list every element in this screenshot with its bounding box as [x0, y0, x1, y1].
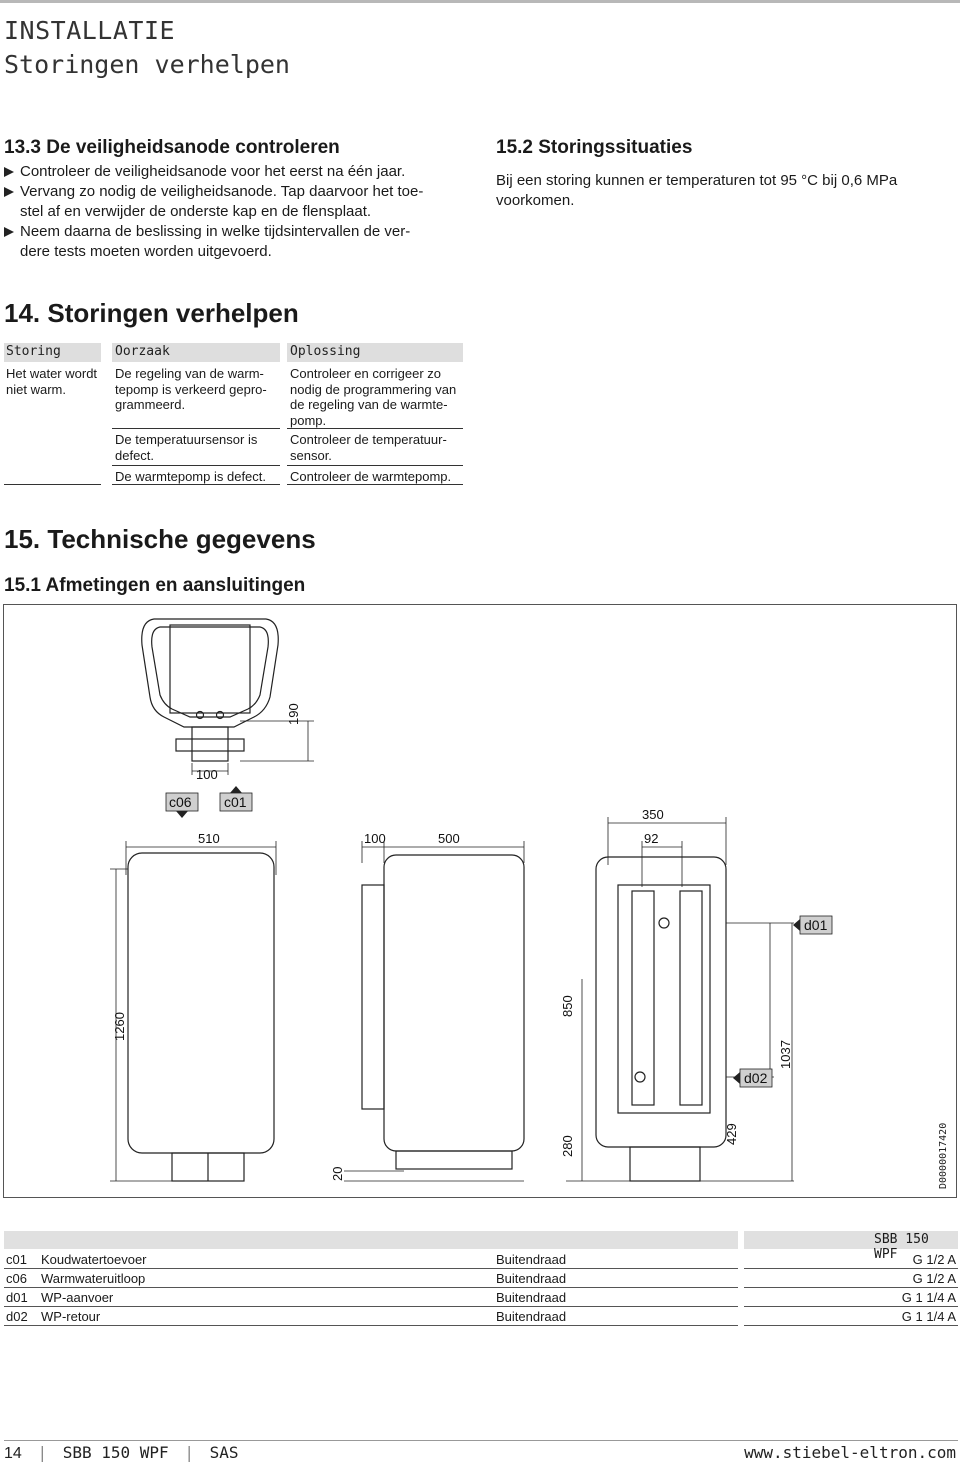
dim-1037: 1037 [778, 1040, 793, 1069]
table-bottom-rule [112, 484, 280, 485]
table-cell: Controleer de warmtepomp. [290, 469, 452, 484]
triangle-bullet-icon [4, 167, 14, 177]
table-header-bg [744, 1231, 958, 1249]
connection-circle [215, 710, 225, 720]
bullet-item: Vervang zo nodig de veiligheidsanode. Ta… [4, 182, 474, 222]
connections-table: c01 Koudwatertoevoer Buitendraad G 1/2 A… [4, 1250, 958, 1326]
side-view-foot [395, 1150, 513, 1170]
dim-500: 500 [438, 831, 460, 846]
rear-view-bracket [679, 890, 703, 1106]
table-cell: De temperatuursensor is defect. [115, 432, 258, 463]
table-cell: Controleer de temperatuur- sensor. [290, 432, 447, 463]
table-header-bg [4, 343, 101, 362]
section-13-3-bullets: Controleer de veiligheidsanode voor het … [4, 162, 474, 262]
up-arrow-icon [230, 786, 242, 793]
connection-circle [658, 917, 670, 929]
dim-1260: 1260 [112, 1012, 127, 1041]
label-c01: c01 [224, 794, 247, 810]
section-15-1-heading: 15.1 Afmetingen en aansluitingen [4, 575, 306, 596]
left-arrow-icon [733, 1072, 740, 1084]
table-cell: De regeling van de warm- tepomp is verke… [115, 366, 267, 412]
footer-rule [4, 1440, 958, 1441]
dim-100-side: 100 [364, 831, 386, 846]
table-row: d02 WP-retour Buitendraad G 1 1/4 A [4, 1309, 958, 1326]
column-header-oplossing: Oplossing [290, 344, 361, 359]
triangle-bullet-icon [4, 187, 14, 197]
column-header-oorzaak: Oorzaak [115, 344, 170, 359]
table-cell: Het water wordt niet warm. [6, 366, 98, 397]
rear-view-frame [617, 884, 711, 1114]
label-d01: d01 [804, 917, 828, 933]
top-rule [0, 0, 960, 3]
footer-product: SBB 150 WPF [62, 1443, 169, 1462]
table-header-bg [112, 343, 280, 362]
triangle-bullet-icon [4, 227, 14, 237]
top-view-panel [169, 624, 251, 714]
rear-view-foot [629, 1146, 701, 1182]
rear-view-bracket [631, 890, 655, 1106]
footer-lang: SAS [209, 1443, 239, 1462]
row-divider [287, 465, 463, 466]
top-view-inner [151, 626, 269, 718]
dim-100-top: 100 [196, 767, 218, 782]
drawing-svg [110, 618, 833, 1182]
side-view-wall-plate [361, 884, 385, 1110]
top-view-pipe-block [191, 726, 229, 762]
label-d02: d02 [744, 1070, 768, 1086]
footer-left: 14 | SBB 150 WPF | SAS [4, 1443, 239, 1462]
section-15-2-text: Bij een storing kunnen er temperaturen t… [496, 172, 898, 209]
dim-20: 20 [330, 1166, 345, 1181]
table-header-bg [287, 343, 463, 362]
down-arrow-icon [176, 811, 188, 818]
column-header-storing: Storing [6, 344, 61, 359]
top-view-housing [141, 618, 279, 728]
row-divider [112, 465, 280, 466]
header-section: INSTALLATIE [4, 16, 176, 45]
table-cell: Controleer en corrigeer zo nodig de prog… [290, 366, 457, 428]
drawing-code: D0000017420 [938, 1122, 949, 1189]
table-row: c06 Warmwateruitloop Buitendraad G 1/2 A [4, 1271, 958, 1288]
dimension-drawing: 190 100 c06 c01 510 100 500 350 92 d01 1… [3, 604, 957, 1198]
footer-url[interactable]: www.stiebel-eltron.com [744, 1443, 956, 1462]
front-view-body [127, 852, 275, 1154]
row-divider [112, 428, 280, 429]
page-number: 14 [4, 1445, 22, 1462]
section-14-heading: 14. Storingen verhelpen [4, 298, 299, 328]
section-15-heading: 15. Technische gegevens [4, 524, 316, 554]
side-view-body [383, 854, 525, 1152]
dim-350: 350 [642, 807, 664, 822]
dim-510: 510 [198, 831, 220, 846]
dim-92: 92 [644, 831, 659, 846]
left-arrow-icon [793, 919, 800, 931]
dim-429: 429 [724, 1123, 739, 1145]
table-bottom-rule [4, 484, 101, 485]
dim-190: 190 [286, 703, 301, 725]
table-cell: De warmtepomp is defect. [115, 469, 267, 484]
table-row: c01 Koudwatertoevoer Buitendraad G 1/2 A [4, 1252, 958, 1269]
top-view-pipe-mount [175, 738, 245, 752]
section-13-3-heading: 13.3 De veiligheidsanode controleren [4, 137, 340, 158]
row-divider [287, 428, 463, 429]
table-bottom-rule [287, 484, 463, 485]
rear-view-body [595, 856, 727, 1148]
bullet-item: Controleer de veiligheidsanode voor het … [4, 162, 474, 182]
dim-280: 280 [560, 1135, 575, 1157]
connection-circle [634, 1071, 646, 1083]
connection-circle [195, 710, 205, 720]
dim-850: 850 [560, 995, 575, 1017]
page-title: Storingen verhelpen [4, 50, 290, 79]
section-15-2-heading: 15.2 Storingssituaties [496, 137, 693, 158]
product-column-header: SBB 150 WPF [874, 1232, 929, 1262]
bullet-item: Neem daarna de beslissing in welke tijds… [4, 222, 474, 262]
label-c06: c06 [169, 794, 192, 810]
table-row: d01 WP-aanvoer Buitendraad G 1 1/4 A [4, 1290, 958, 1307]
table-header-bg [4, 1231, 738, 1249]
